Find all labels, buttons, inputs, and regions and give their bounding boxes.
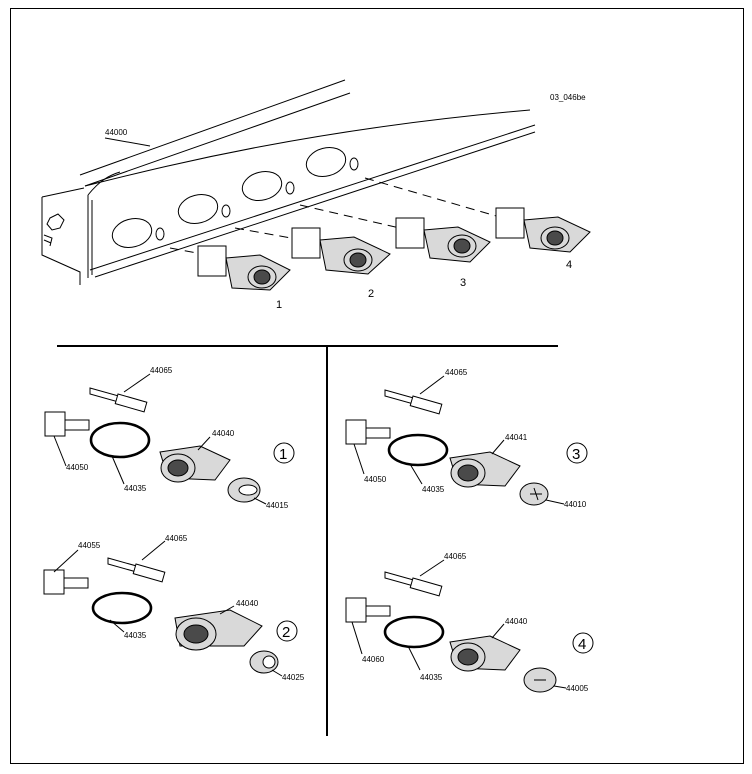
leader-line	[553, 685, 567, 689]
housing-part	[174, 609, 263, 651]
switch-part	[44, 411, 90, 437]
leader-line	[491, 439, 505, 455]
seal-ring	[383, 615, 445, 649]
knob-part	[519, 482, 549, 506]
seal-ring	[91, 591, 153, 625]
group-number: 1	[279, 446, 287, 463]
group-circle-2	[276, 620, 298, 642]
control-panel	[41, 79, 536, 285]
switch-number-4: 4	[566, 259, 572, 271]
group-circle-1	[273, 442, 295, 464]
switch-part	[43, 569, 89, 595]
seal-label: 44035	[124, 631, 147, 640]
image-reference: 03_046be	[550, 93, 586, 102]
seal-label: 44035	[422, 485, 445, 494]
knob-label: 44025	[282, 673, 305, 682]
housing-part	[449, 635, 521, 672]
leader-line	[419, 375, 445, 395]
seal-ring	[387, 433, 449, 467]
rod-part	[384, 389, 443, 415]
switch-label: 44050	[364, 475, 387, 484]
rod-label: 44065	[165, 534, 188, 543]
knob-label: 44010	[564, 500, 587, 509]
panel-leader-line	[104, 137, 151, 147]
leader-line	[141, 540, 166, 561]
seal-label: 44035	[420, 673, 443, 682]
rod-label: 44065	[444, 552, 467, 561]
housing-part	[159, 445, 231, 483]
rod-part	[107, 557, 166, 583]
group-circle-4	[572, 632, 594, 654]
housing-label: 44040	[505, 617, 528, 626]
switch-part	[345, 419, 391, 445]
seal-label: 44035	[124, 484, 147, 493]
leader-line	[409, 463, 423, 485]
housing-label: 44040	[236, 599, 259, 608]
rod-part	[89, 387, 148, 413]
exploded-group-1: 1 44065 44050 44035 44040 44015	[44, 366, 295, 510]
switch-label: 44055	[78, 541, 101, 550]
group-number: 4	[578, 636, 586, 653]
leader-line	[353, 443, 365, 475]
leader-line	[407, 645, 421, 671]
leader-line	[197, 436, 211, 451]
housing-label: 44041	[505, 433, 528, 442]
control-panel-assembly: 03_046be 44000	[41, 79, 591, 311]
knob-part	[227, 477, 261, 503]
switch-label: 44050	[66, 463, 89, 472]
leader-line	[545, 499, 565, 505]
switch-number-1: 1	[276, 299, 282, 311]
exploded-group-2: 2 44055 44065 44035 44040 44025	[43, 534, 305, 682]
switch-number-3: 3	[460, 277, 466, 289]
panel-part-label: 44000	[105, 128, 128, 137]
leader-line	[219, 605, 235, 615]
knob-part	[249, 650, 279, 674]
exploded-group-3: 3 44065 44050 44035 44041 44010	[345, 368, 588, 509]
diagram-frame	[10, 8, 744, 764]
seal-ring	[89, 421, 151, 459]
switch-unit-4: 4	[495, 207, 591, 271]
leader-line	[253, 497, 267, 505]
rod-part	[384, 571, 443, 597]
leader-line	[351, 621, 363, 655]
leader-line	[419, 559, 445, 577]
leader-line	[491, 623, 505, 639]
switch-unit-3: 3	[395, 217, 491, 289]
switch-unit-1: 1	[197, 245, 291, 311]
knob-label: 44015	[266, 501, 289, 510]
leader-line	[123, 373, 151, 393]
leader-line	[53, 549, 79, 573]
leader-line	[109, 619, 125, 633]
knob-label: 44005	[566, 684, 589, 693]
rod-label: 44065	[445, 368, 468, 377]
group-circle-3	[566, 442, 588, 464]
switch-number-2: 2	[368, 288, 374, 300]
switch-unit-2: 2	[291, 227, 391, 300]
leader-line	[111, 455, 125, 485]
exploded-group-4: 4 44065 44060 44035 44040 44005	[345, 552, 594, 693]
housing-part	[449, 451, 521, 488]
leader-line	[271, 669, 283, 677]
rod-label: 44065	[150, 366, 173, 375]
group-number: 3	[572, 446, 580, 463]
switch-part	[345, 597, 391, 623]
housing-label: 44040	[212, 429, 235, 438]
leader-line	[53, 435, 67, 467]
knob-part	[523, 667, 557, 693]
switch-label: 44060	[362, 655, 385, 664]
group-number: 2	[282, 624, 290, 641]
